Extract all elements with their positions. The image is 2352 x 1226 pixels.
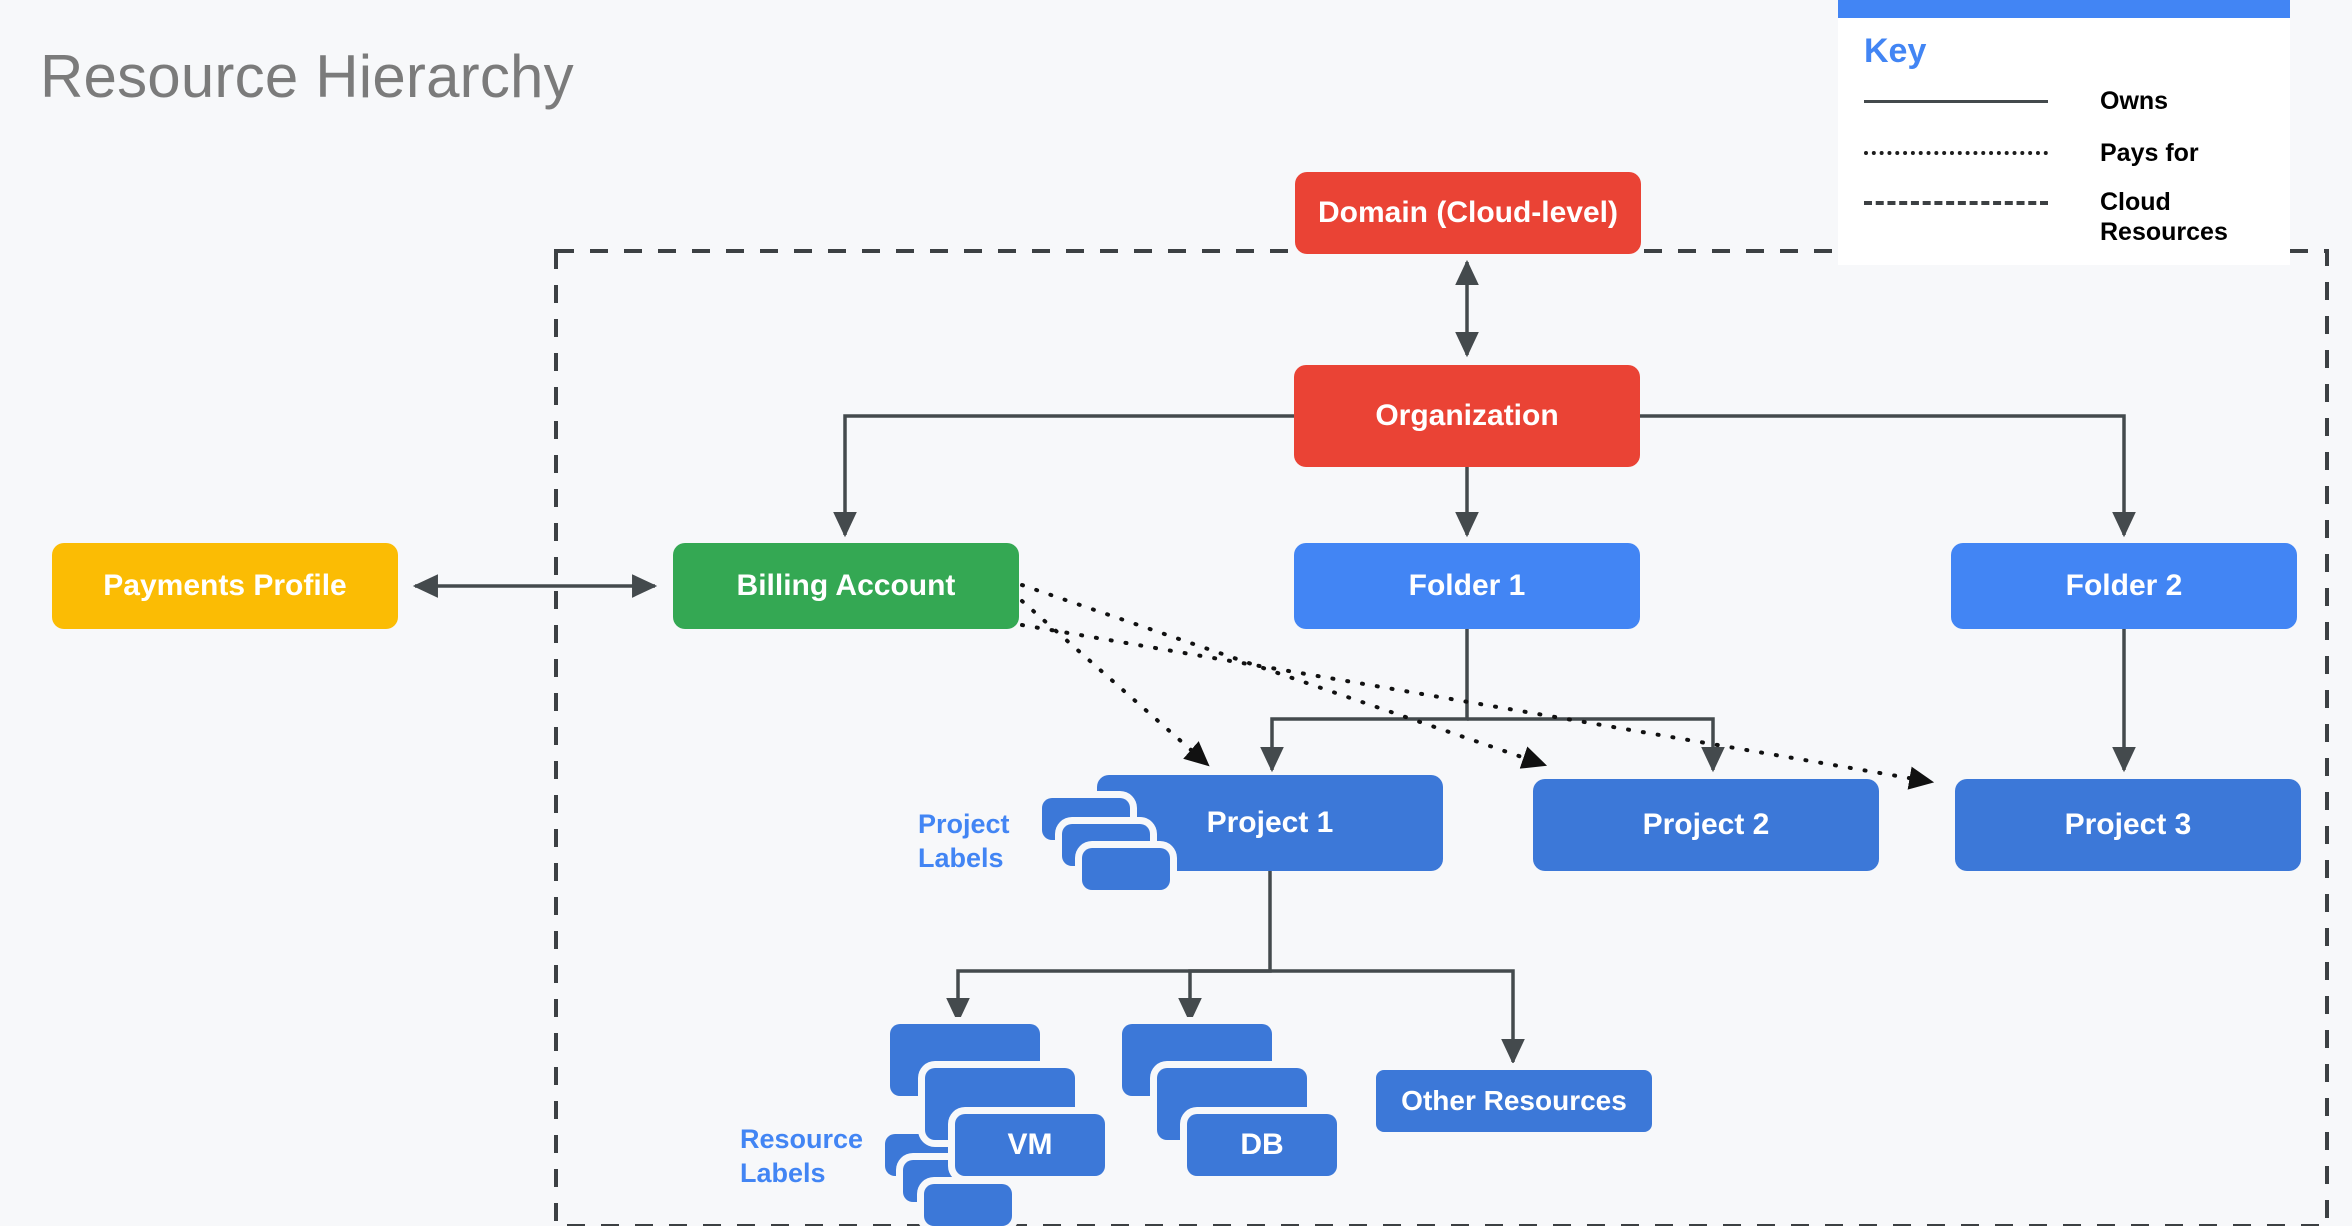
node-domain[interactable]: Domain (Cloud-level) bbox=[1295, 172, 1641, 254]
node-db-label: DB bbox=[1240, 1128, 1284, 1161]
edge-folder1-project1 bbox=[1260, 628, 1469, 773]
node-project-1-label: Project 1 bbox=[1206, 805, 1334, 839]
key-row-owns: Owns bbox=[1864, 75, 2290, 127]
edge-organization-folder2 bbox=[1640, 414, 2136, 538]
node-domain-label: Domain (Cloud-level) bbox=[1317, 195, 1618, 229]
edge-billing-project3-paysfor bbox=[1020, 623, 1935, 790]
node-other-resources-label: Other Resources bbox=[1401, 1084, 1627, 1116]
edge-organization-billing bbox=[833, 414, 1294, 538]
node-billing-account[interactable]: Billing Account bbox=[673, 543, 1019, 629]
edge-billing-project1-paysfor bbox=[1020, 599, 1210, 767]
key-row-pays-for: Pays for bbox=[1864, 127, 2290, 179]
key-label-cloud-resources: Cloud Resources bbox=[2100, 188, 2228, 246]
resource-labels-text: Resource Labels bbox=[740, 1124, 864, 1188]
project-labels-stack bbox=[1042, 798, 1172, 894]
key-title: Key bbox=[1864, 32, 1927, 70]
edge-project1-vm bbox=[946, 870, 1272, 1024]
db-card-front: DB bbox=[1187, 1114, 1337, 1176]
node-folder-1[interactable]: Folder 1 bbox=[1294, 543, 1640, 629]
node-project-2-label: Project 2 bbox=[1642, 807, 1770, 841]
node-payments-profile-label: Payments Profile bbox=[103, 568, 347, 602]
node-billing-account-label: Billing Account bbox=[736, 568, 956, 602]
solid-line-sample bbox=[1864, 99, 2048, 103]
resource-stack-db[interactable]: DB bbox=[1112, 1018, 1372, 1188]
node-other-resources[interactable]: Other Resources bbox=[1376, 1070, 1652, 1132]
page-title: Resource Hierarchy bbox=[40, 43, 574, 110]
node-project-3[interactable]: Project 3 bbox=[1955, 779, 2301, 871]
key-legend-panel: Key Owns Pays for Cloud Resources bbox=[1838, 0, 2290, 265]
key-panel-accent-bar bbox=[1838, 0, 2290, 18]
key-label-pays-for: Pays for bbox=[2100, 139, 2199, 167]
key-label-owns: Owns bbox=[2100, 87, 2169, 115]
node-project-2[interactable]: Project 2 bbox=[1533, 779, 1879, 871]
node-folder-1-label: Folder 1 bbox=[1408, 568, 1526, 602]
key-panel-body: Key Owns Pays for Cloud Resources bbox=[1838, 18, 2290, 265]
node-payments-profile[interactable]: Payments Profile bbox=[52, 543, 398, 629]
edge-project1-other bbox=[1270, 969, 1525, 1065]
resource-stack-vm[interactable]: VM bbox=[880, 1018, 1200, 1226]
project-labels-text: Project Labels bbox=[918, 809, 1010, 873]
vm-card-small-3 bbox=[924, 1184, 1012, 1226]
node-project-3-label: Project 3 bbox=[2064, 807, 2192, 841]
edge-billing-project2-paysfor bbox=[1020, 583, 1548, 769]
key-row-cloud-resources: Cloud Resources bbox=[1864, 179, 2290, 247]
node-folder-2-label: Folder 2 bbox=[2065, 568, 2183, 602]
project-label-card-3 bbox=[1082, 848, 1170, 890]
node-vm-label: VM bbox=[1007, 1128, 1053, 1161]
node-organization[interactable]: Organization bbox=[1294, 365, 1640, 467]
vm-card-front: VM bbox=[955, 1114, 1105, 1176]
edge-folder1-project2 bbox=[1467, 717, 1725, 773]
node-folder-2[interactable]: Folder 2 bbox=[1951, 543, 2297, 629]
dashed-line-sample bbox=[1864, 201, 2048, 205]
dotted-line-sample bbox=[1864, 151, 2048, 155]
node-organization-label: Organization bbox=[1375, 398, 1559, 432]
edge-project1-db bbox=[1178, 969, 1270, 1024]
